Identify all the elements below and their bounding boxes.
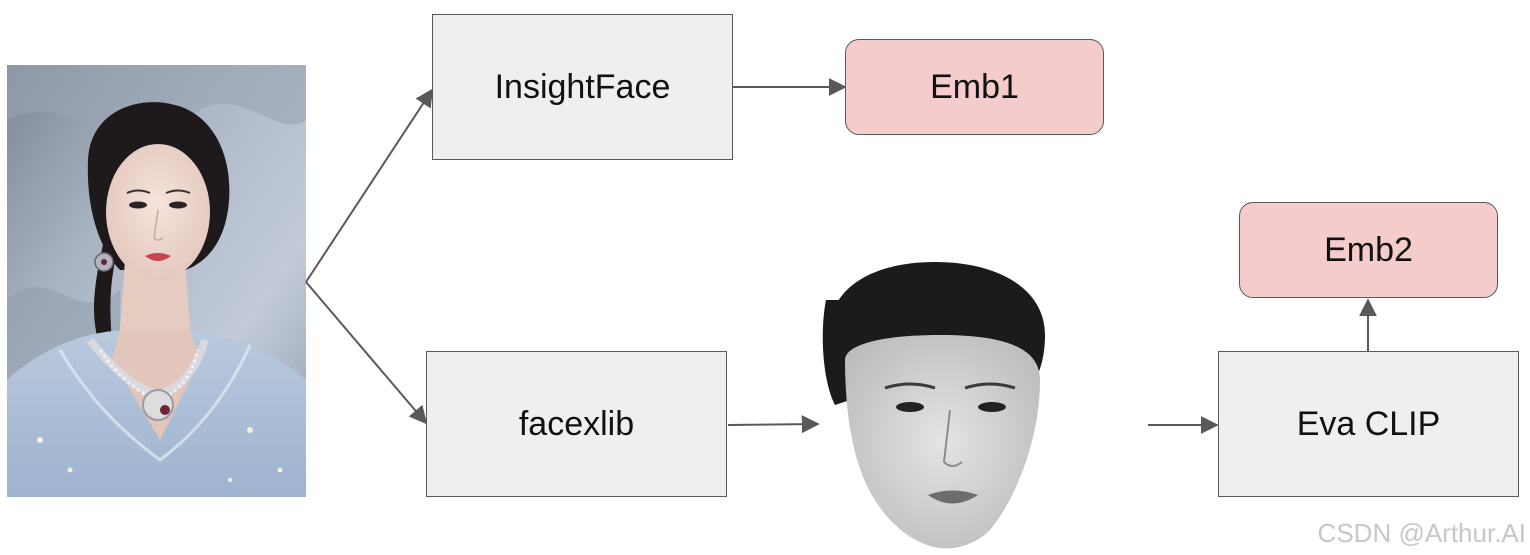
facexlib-box: facexlib bbox=[426, 351, 727, 497]
emb1-box: Emb1 bbox=[845, 39, 1104, 135]
insightface-box: InsightFace bbox=[432, 14, 733, 160]
emb2-label: Emb2 bbox=[1324, 230, 1413, 269]
facexlib-label: facexlib bbox=[518, 404, 635, 443]
arrow-facexlib-to-face bbox=[727, 415, 820, 434]
eva-clip-label: Eva CLIP bbox=[1296, 404, 1441, 443]
emb2-box: Emb2 bbox=[1239, 202, 1498, 298]
eva-clip-box: Eva CLIP bbox=[1218, 351, 1519, 497]
watermark: CSDN @Arthur.AI bbox=[1317, 518, 1526, 548]
arrow-photo-to-insightface bbox=[305, 88, 433, 283]
emb1-label: Emb1 bbox=[930, 67, 1019, 106]
insightface-label: InsightFace bbox=[494, 67, 671, 106]
arrow-photo-to-facexlib bbox=[305, 281, 428, 425]
